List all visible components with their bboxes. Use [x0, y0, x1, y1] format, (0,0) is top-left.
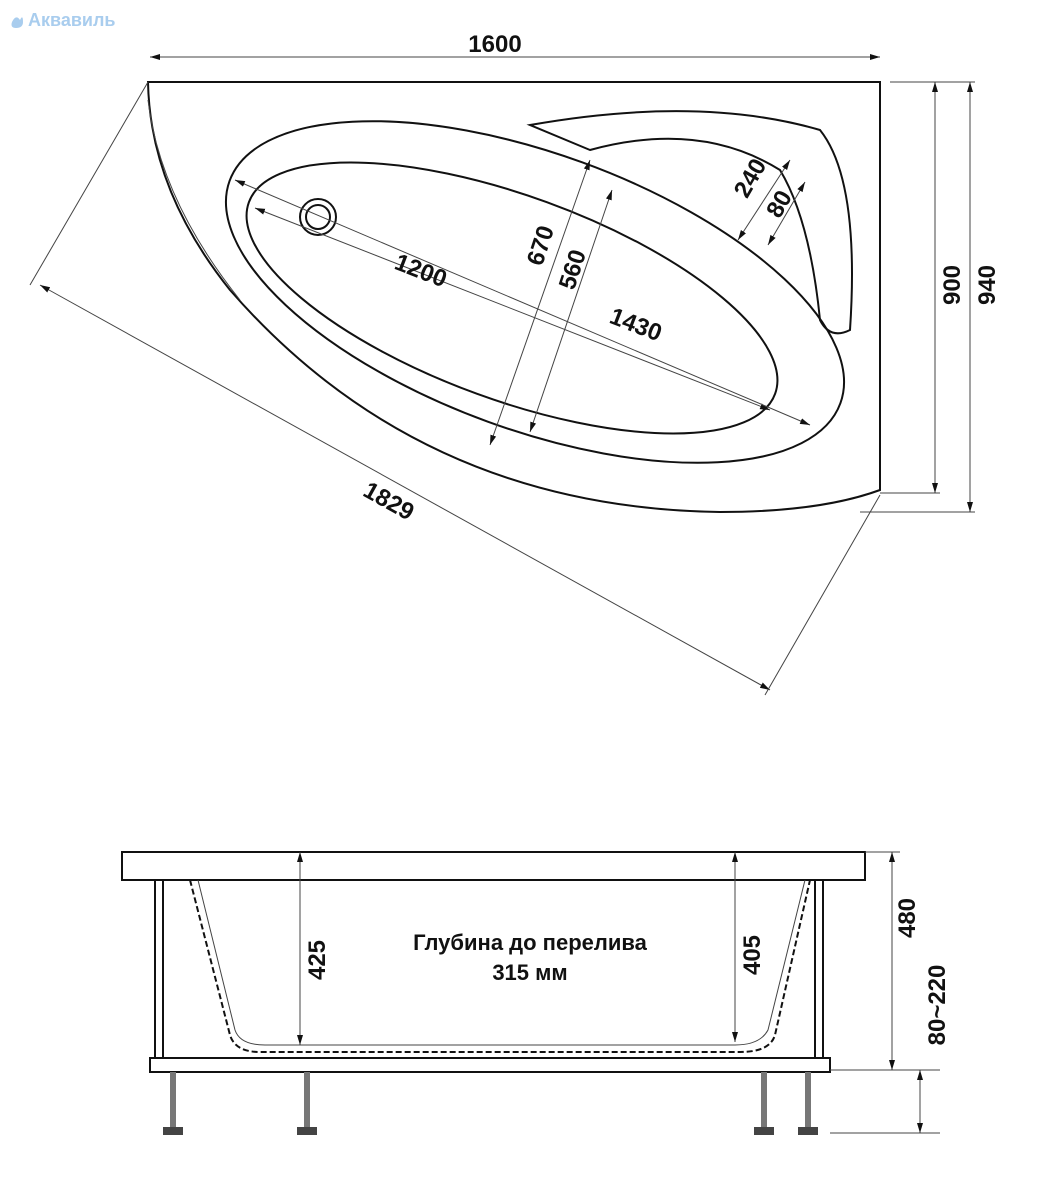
dim-line-240 [737, 159, 791, 241]
duck-icon [11, 17, 23, 28]
ext-line [29, 81, 149, 286]
leg-foot [297, 1127, 317, 1135]
dim-label-940: 940 [974, 265, 1001, 305]
tub-edge-line [147, 99, 241, 301]
watermark-logo: Аквавиль [11, 10, 115, 30]
top-view: 1600 900 940 1829 1200 1430 670 560 240 … [29, 31, 1001, 696]
headrest [526, 110, 853, 335]
frame-post-left [154, 879, 164, 1059]
leg-foot [798, 1127, 818, 1135]
dim-label-1200: 1200 [391, 249, 451, 293]
dim-line-80 [767, 181, 806, 246]
leg [761, 1072, 767, 1127]
dim-label-900: 900 [939, 265, 966, 305]
dim-label-425: 425 [304, 940, 331, 980]
watermark-text: Аквавиль [28, 10, 115, 30]
drain-inner [305, 204, 331, 230]
leg [304, 1072, 310, 1127]
dim-line-560 [529, 189, 613, 433]
tub-body-inner [197, 879, 806, 1046]
dim-label-1829: 1829 [359, 477, 419, 526]
caption-line2: 315 мм [492, 960, 567, 985]
frame-post-right [814, 879, 824, 1059]
legs [163, 1072, 818, 1135]
caption-line1: Глубина до перелива [413, 930, 647, 955]
leg-foot [163, 1127, 183, 1135]
dim-label-560: 560 [554, 246, 592, 292]
dim-label-480: 480 [894, 898, 921, 938]
leg [170, 1072, 176, 1127]
dim-label-length: 1600 [468, 31, 521, 58]
dim-label-80: 80 [761, 186, 798, 223]
dim-line-1829 [39, 284, 771, 691]
leg [805, 1072, 811, 1127]
ext-line [764, 494, 881, 696]
tub-rim [121, 851, 866, 881]
side-view: 425 405 Глубина до перелива 315 мм 480 8… [121, 851, 951, 1135]
dim-label-80-220: 80~220 [924, 965, 951, 1046]
tub-body-outline [189, 879, 811, 1053]
frame-base [149, 1057, 831, 1073]
dim-line-1430 [234, 179, 811, 426]
dim-label-405: 405 [739, 935, 766, 975]
dim-label-1430: 1430 [606, 303, 666, 347]
leg-foot [754, 1127, 774, 1135]
